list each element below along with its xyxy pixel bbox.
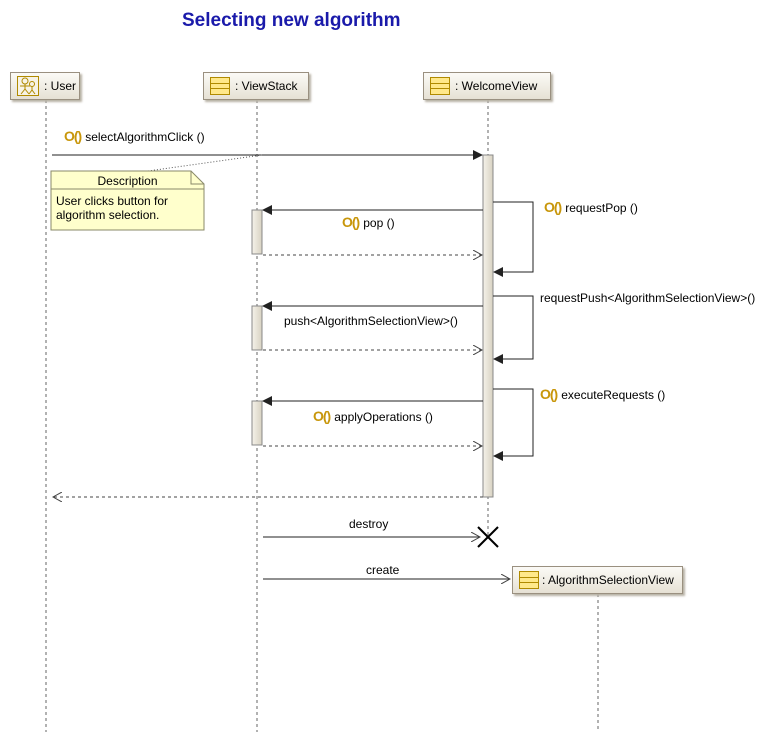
diagram-title: Selecting new algorithm [182, 10, 401, 31]
operation-icon: O() [540, 386, 558, 402]
message-label-destroy: destroy [349, 517, 388, 531]
message-execute-requests-arrow [493, 388, 534, 461]
note-anchor-line [147, 154, 263, 172]
lifeline-label-user: : User [44, 79, 77, 93]
message-label-select-algorithm-click: O()selectAlgorithmClick () [64, 128, 205, 144]
message-label-apply-operations: O()applyOperations () [313, 408, 433, 424]
viewstack-activation-pop [251, 209, 263, 255]
lifeline-head-viewstack[interactable]: : ViewStack [203, 72, 309, 100]
actor-icon [17, 76, 39, 96]
note-line-2: algorithm selection. [56, 208, 160, 222]
message-text: executeRequests () [561, 388, 666, 402]
class-icon [210, 77, 230, 95]
lifeline-label-viewstack: : ViewStack [235, 79, 298, 93]
note-shape [50, 170, 205, 231]
lifeline-label-algorithmselectionview: : AlgorithmSelectionView [542, 573, 674, 587]
lifeline-head-user[interactable]: : User [10, 72, 80, 100]
class-icon [430, 77, 450, 95]
message-text: push<AlgorithmSelectionView>() [284, 314, 458, 328]
message-label-push: push<AlgorithmSelectionView>() [284, 314, 458, 328]
viewstack-activation-apply [251, 400, 263, 446]
operation-icon: O() [544, 199, 562, 215]
operation-icon: O() [313, 408, 331, 424]
destroy-x-marker [477, 526, 499, 548]
message-text: requestPop () [565, 201, 638, 215]
message-request-pop-arrow [493, 201, 534, 277]
message-label-pop: O()pop () [342, 214, 395, 230]
operation-icon: O() [64, 128, 82, 144]
note-heading: Description [97, 174, 158, 188]
message-text: selectAlgorithmClick () [85, 130, 205, 144]
message-label-request-pop: O()requestPop () [544, 199, 638, 215]
lifeline-head-algorithmselectionview[interactable]: : AlgorithmSelectionView [512, 566, 683, 594]
message-text: create [366, 563, 400, 577]
viewstack-activation-push [251, 305, 263, 351]
message-text: pop () [363, 216, 395, 230]
message-text: requestPush<AlgorithmSelectionView>() [540, 291, 756, 305]
lifeline-head-welcomeview[interactable]: : WelcomeView [423, 72, 551, 100]
operation-icon: O() [342, 214, 360, 230]
message-text: destroy [349, 517, 389, 531]
note-line-1: User clicks button for [56, 194, 169, 208]
class-icon [519, 571, 539, 589]
message-text: applyOperations () [334, 410, 433, 424]
message-label-execute-requests: O()executeRequests () [540, 386, 665, 402]
message-label-create: create [366, 563, 399, 577]
message-request-push-arrow [493, 295, 534, 364]
welcomeview-activation [482, 154, 494, 498]
message-label-request-push: requestPush<AlgorithmSelectionView>() [540, 291, 755, 305]
note-fold [190, 171, 204, 185]
lifeline-label-welcomeview: : WelcomeView [455, 79, 538, 93]
note-body: User clicks button for algorithm selecti… [56, 194, 168, 222]
